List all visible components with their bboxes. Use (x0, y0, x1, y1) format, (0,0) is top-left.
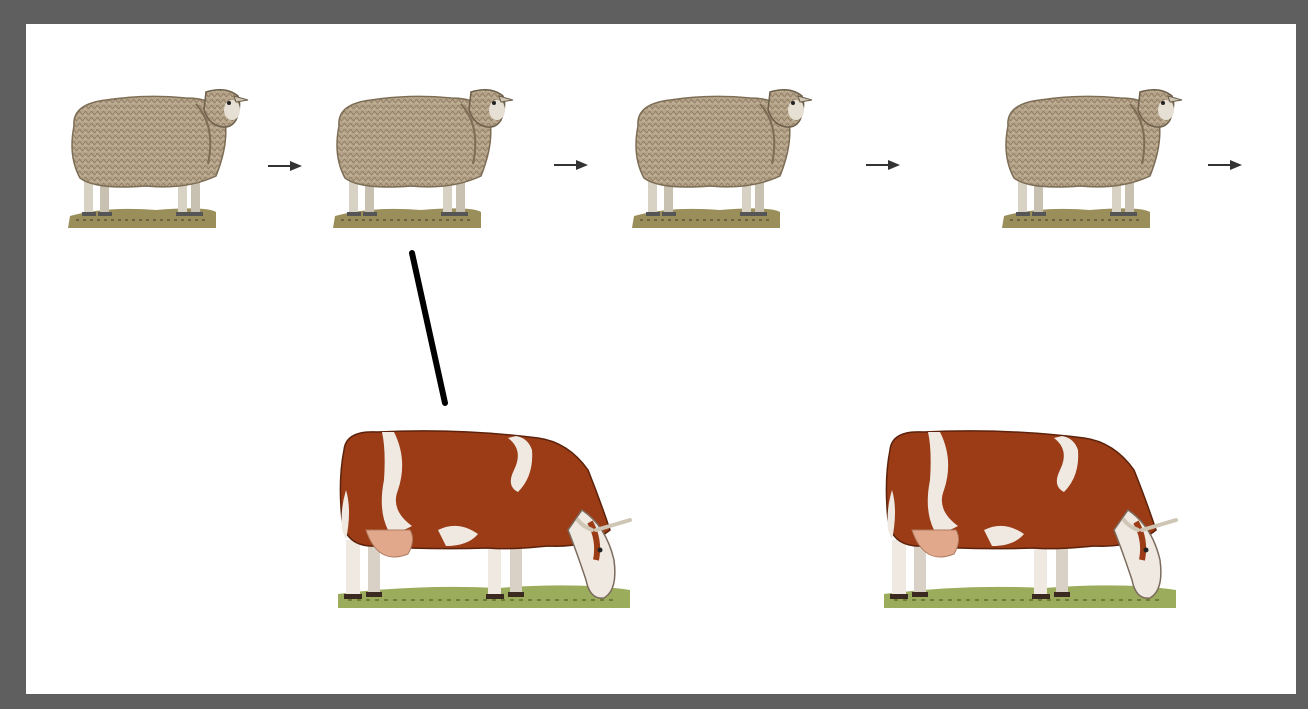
cow-2 (884, 431, 1176, 608)
arrow-right-icon (268, 161, 302, 171)
arrow-3 (866, 160, 900, 170)
figure-canvas (26, 24, 1296, 694)
arrow-right-icon (1208, 160, 1242, 170)
sheep-2 (333, 90, 513, 228)
connector-line (412, 253, 445, 403)
cow-1 (338, 431, 630, 608)
sheep-1 (68, 90, 248, 228)
sheep-4 (1002, 90, 1182, 228)
cow-icon (884, 431, 1176, 608)
sheep-icon (632, 90, 812, 228)
sheep-3 (632, 90, 812, 228)
arrow-right-icon (866, 160, 900, 170)
sheep-icon (68, 90, 248, 228)
pedigree-diagram (26, 24, 1296, 694)
sheep-icon (1002, 90, 1182, 228)
arrow-1 (268, 161, 302, 171)
sheep-icon (333, 90, 513, 228)
cow-icon (338, 431, 630, 608)
arrow-4 (1208, 160, 1242, 170)
arrow-2 (554, 160, 588, 170)
arrow-right-icon (554, 160, 588, 170)
